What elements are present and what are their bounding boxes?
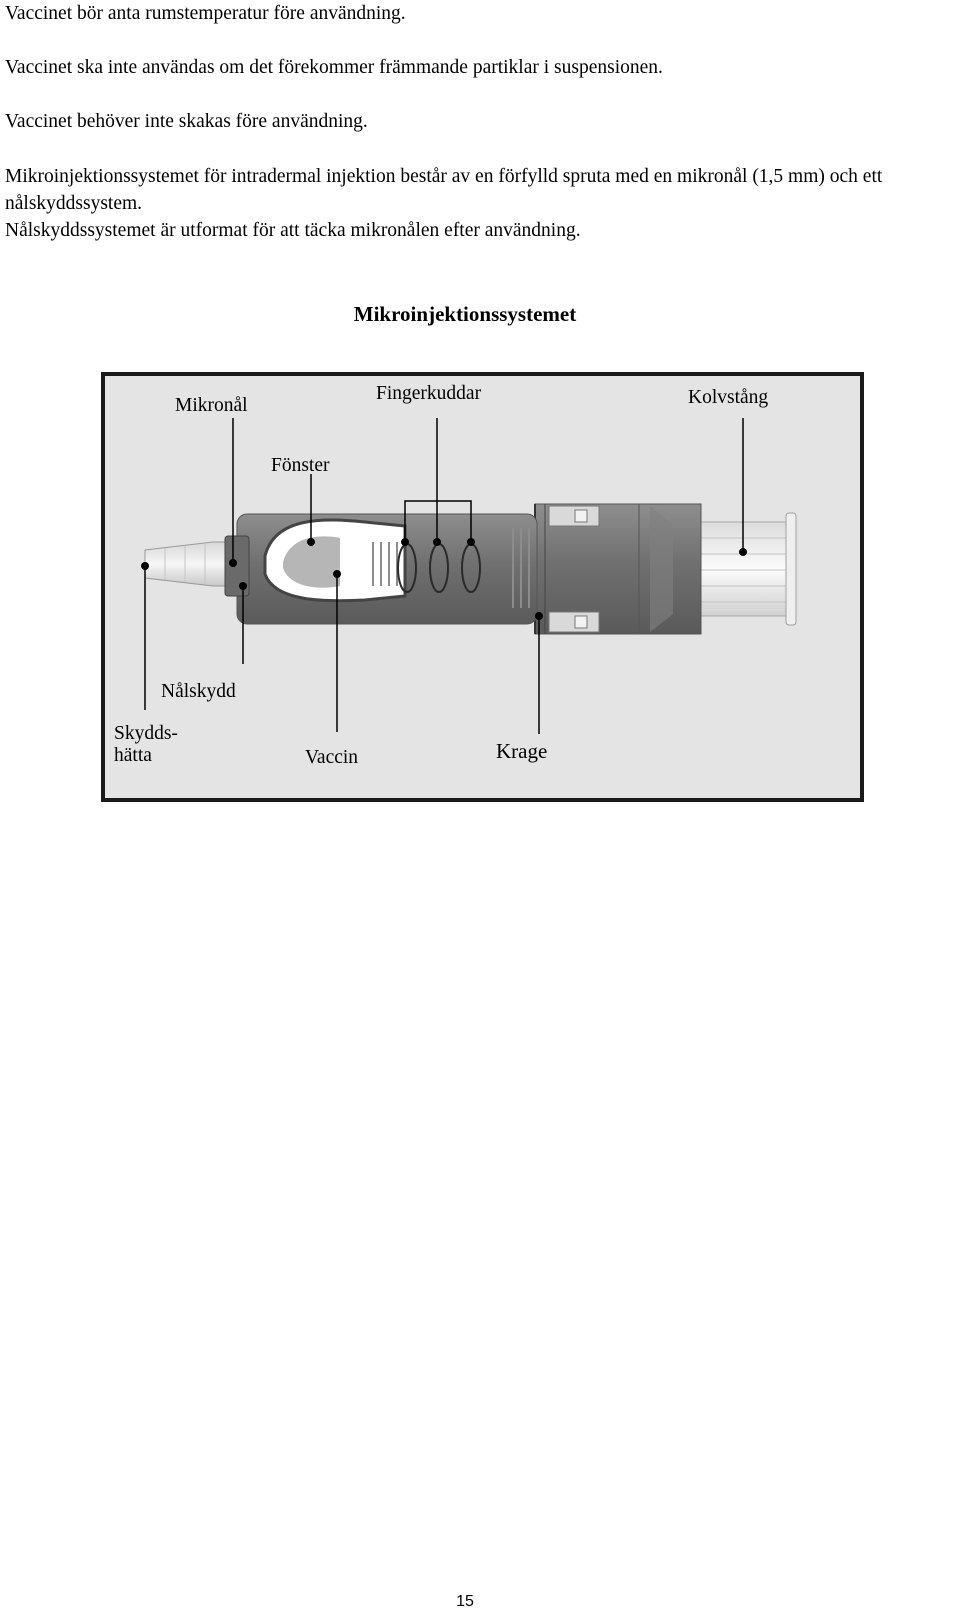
page-number: 15 <box>456 1593 474 1610</box>
paragraph-no-shaking: Vaccinet behöver inte skakas före använd… <box>5 111 368 132</box>
paragraph-system-description: Mikroinjektionssystemet för intradermal … <box>5 163 950 244</box>
figure-title: Mikroinjektionssystemet <box>353 302 577 326</box>
collar <box>534 503 640 635</box>
label-plunger-rod: Kolvstång <box>688 387 769 408</box>
syringe-illustration <box>141 418 797 734</box>
label-needle-shield: Nålskydd <box>161 681 236 702</box>
plunger-rod <box>699 512 797 626</box>
label-collar: Krage <box>496 739 548 763</box>
label-vaccine: Vaccin <box>305 747 359 768</box>
label-finger-pads: Fingerkuddar <box>376 383 482 404</box>
paragraph-foreign-particles: Vaccinet ska inte användas om det föreko… <box>5 57 663 78</box>
system-description-text: Mikroinjektionssystemet för intradermal … <box>5 166 883 214</box>
paragraph-room-temperature: Vaccinet bör anta rumstemperatur före an… <box>5 3 406 24</box>
microinjection-diagram: Mikronål Fingerkuddar Kolvstång Fönster … <box>101 372 864 802</box>
label-protective-cap-line2: hätta <box>114 745 152 766</box>
label-protective-cap-line1: Skydds- <box>114 723 178 744</box>
needle-shield <box>224 535 250 597</box>
label-window: Fönster <box>271 455 330 476</box>
label-protective-cap: Skydds- hätta <box>114 723 178 767</box>
needle-shield-description-text: Nålskyddssystemet är utformat för att tä… <box>5 220 581 241</box>
protective-cap <box>144 541 228 587</box>
label-microneedle: Mikronål <box>175 395 248 416</box>
